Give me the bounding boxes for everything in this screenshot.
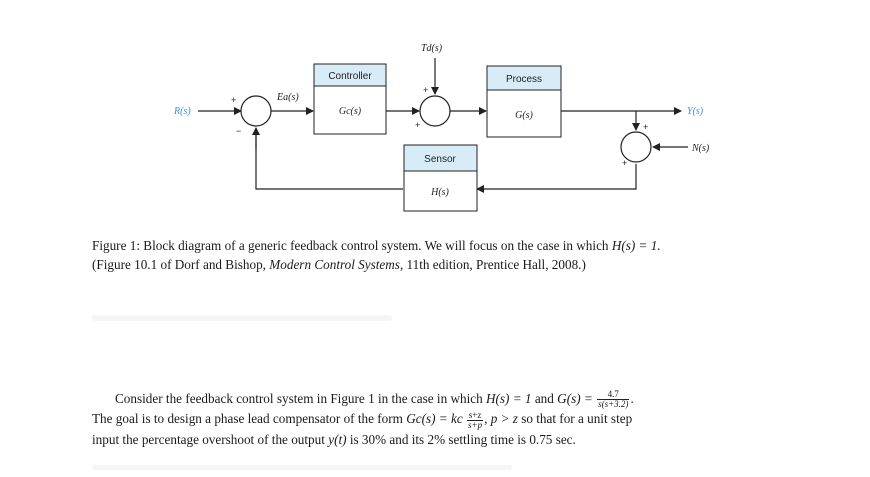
feedback-return-line [255, 128, 403, 190]
sign-plus-noise: + [622, 158, 627, 168]
sign-plus-input: + [231, 95, 236, 105]
caption-line-1: Figure 1: Block diagram of a generic fee… [92, 236, 862, 255]
disturbance-label: Td(s) [421, 43, 443, 54]
problem-l2-text-b: so that for a unit step [521, 411, 633, 427]
scan-smudge-2 [92, 465, 512, 470]
problem-statement: Consider the feedback control system in … [92, 389, 862, 449]
error-label: Ea(s) [276, 92, 299, 103]
plant-fraction-numerator: 4.7 [597, 390, 630, 401]
problem-l2-math-gc: Gc(s) = kc [406, 411, 463, 427]
controller-label: Controller [328, 71, 372, 82]
block-diagram: + − + + + + Controller Gc(s) Process G(s… [173, 43, 710, 212]
figure-caption: Figure 1: Block diagram of a generic fee… [92, 236, 862, 274]
noise-label: N(s) [691, 143, 710, 154]
problem-l1-text-a: Consider the feedback control system in … [115, 391, 483, 406]
sensor-block: Sensor H(s) [403, 144, 478, 212]
problem-line-1: Consider the feedback control system in … [92, 389, 862, 409]
compensator-fraction-denominator: s+p [468, 419, 483, 430]
caption-line1-math: H(s) = 1. [611, 238, 661, 253]
plant-fraction: 4.7 s(s+3.2) [597, 390, 630, 410]
problem-l2-text-a: The goal is to design a phase lead compe… [92, 411, 403, 427]
problem-l3-text-b: is 30% and its 2% settling time is 0.75 … [349, 431, 576, 447]
problem-l1-math-g: G(s) = [557, 391, 593, 406]
caption-line2-prefix: (Figure 10.1 of Dorf and Bishop, [92, 257, 266, 272]
sign-plus-disturbance: + [423, 85, 428, 95]
summing-junction-2 [419, 95, 451, 127]
problem-l2-math-condition: , p > z [484, 411, 518, 427]
sensor-tf: H(s) [430, 187, 449, 198]
summing-junction-1 [240, 95, 272, 127]
sign-plus-branch: + [643, 122, 648, 132]
caption-line1-text: Figure 1: Block diagram of a generic fee… [92, 238, 609, 253]
plant-fraction-denominator: s(s+3.2) [598, 399, 629, 410]
scan-smudge-1 [92, 315, 392, 321]
caption-book-title: Modern Control Systems [269, 257, 400, 272]
feedback-to-sensor-line [563, 164, 637, 190]
problem-line-3: input the percentage overshoot of the ou… [92, 430, 862, 449]
compensator-fraction: s+z s+p [467, 409, 484, 430]
sensor-label: Sensor [424, 154, 456, 165]
problem-l3-math-y: y(t) [328, 431, 347, 447]
input-label: R(s) [173, 106, 191, 117]
sign-minus-feedback: − [236, 126, 241, 136]
controller-block: Controller Gc(s) [313, 63, 387, 135]
compensator-fraction-numerator: s+z [467, 409, 484, 421]
summing-junction-3 [620, 131, 652, 163]
caption-line2-suffix: , 11th edition, Prentice Hall, 2008.) [399, 257, 586, 272]
controller-tf: Gc(s) [339, 106, 362, 117]
problem-l1-math-h: H(s) = 1 [486, 391, 532, 406]
process-tf: G(s) [515, 110, 533, 121]
caption-line-2: (Figure 10.1 of Dorf and Bishop, Modern … [92, 255, 862, 274]
process-block: Process G(s) [486, 65, 562, 138]
problem-l3-text-a: input the percentage overshoot of the ou… [92, 431, 325, 447]
process-label: Process [506, 74, 542, 85]
output-label: Y(s) [687, 106, 704, 117]
problem-l1-end: . [630, 391, 634, 406]
problem-line-2: The goal is to design a phase lead compe… [92, 409, 862, 429]
sign-plus-control: + [415, 120, 420, 130]
problem-l1-text-b: and [534, 391, 554, 406]
